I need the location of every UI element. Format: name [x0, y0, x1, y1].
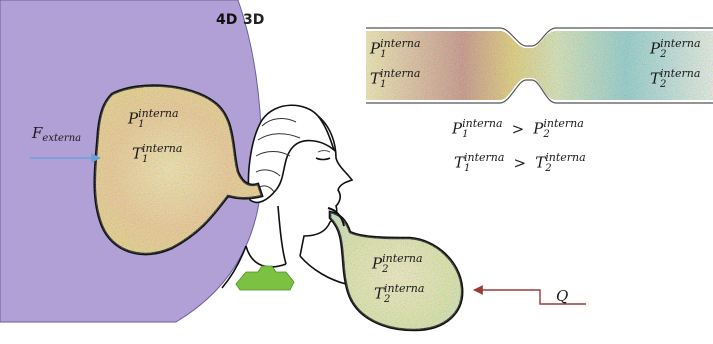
left-bag-temperature-label: Tinterna1 — [132, 143, 182, 165]
external-force-label: Fexterna — [32, 125, 81, 141]
tube-right-temperature-label: Tinterna2 — [650, 68, 700, 90]
tube-left-temperature-label: Tinterna1 — [370, 68, 420, 90]
neck-green-patch — [236, 266, 294, 290]
heat-arrow — [474, 290, 586, 304]
right-bag-pressure-label: Pinterna2 — [372, 253, 423, 275]
right-bag-temperature-label: Tinterna2 — [374, 283, 424, 305]
heat-label: Q — [556, 288, 568, 304]
label-3d: 3D — [243, 12, 264, 28]
pressure-inequality: Pinterna1 > Pinterna2 — [452, 118, 584, 140]
label-4d: 4D — [216, 12, 237, 28]
tube-right-pressure-label: Pinterna2 — [650, 38, 701, 60]
temperature-inequality: Tinterna1 > Tinterna2 — [454, 152, 586, 174]
left-bag-pressure-label: Pinterna1 — [128, 108, 179, 130]
tube-left-pressure-label: Pinterna1 — [370, 38, 421, 60]
